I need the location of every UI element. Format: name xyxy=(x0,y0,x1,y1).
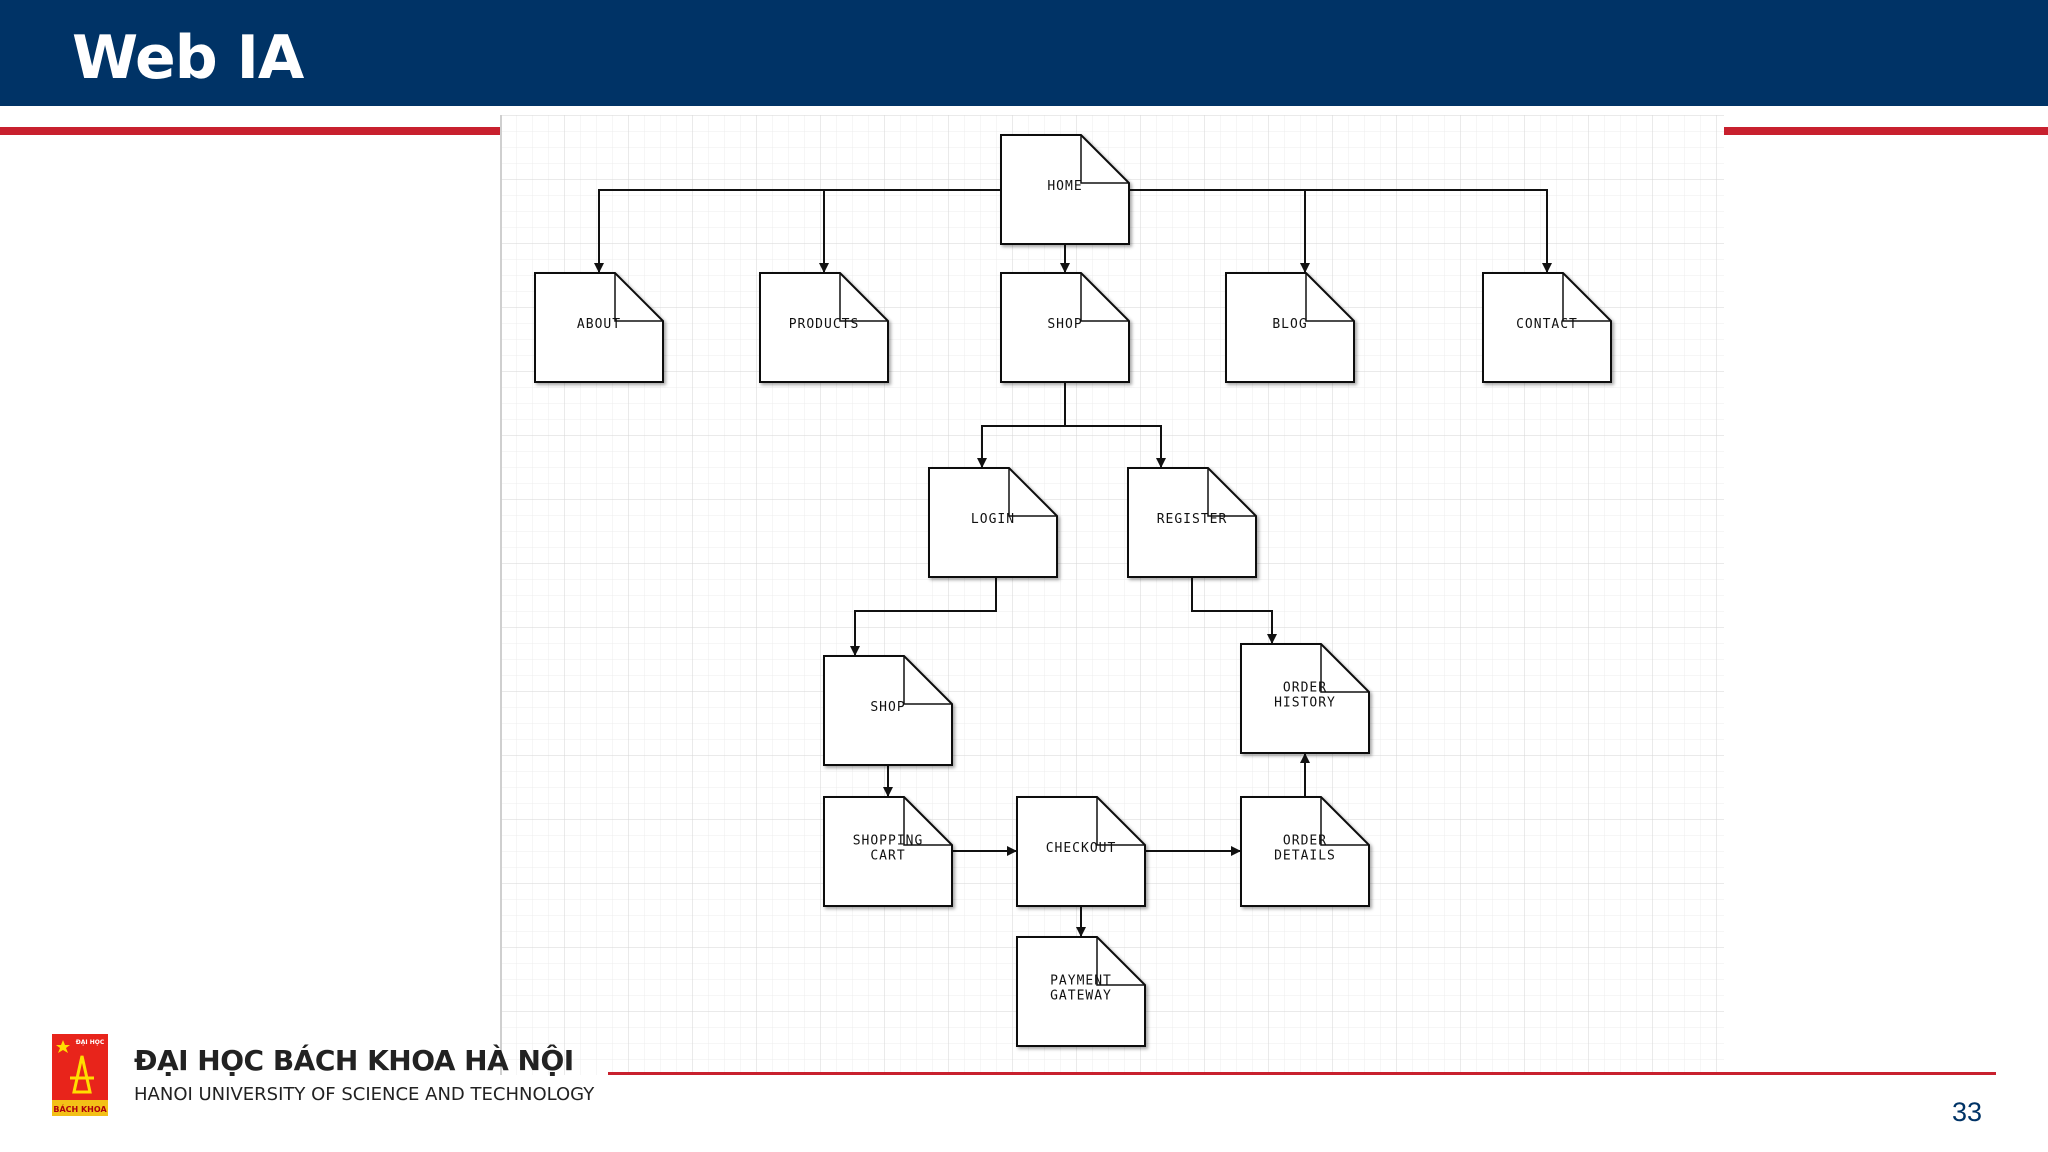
logo-text-bottom: BÁCH KHOA xyxy=(53,1103,107,1114)
page-shape xyxy=(1225,272,1355,383)
connector-home-to-contact xyxy=(1129,189,1552,273)
page-shape xyxy=(823,655,953,766)
page-fold xyxy=(903,656,952,705)
page-node-about: ABOUT xyxy=(534,272,664,383)
page-fold xyxy=(1080,135,1129,184)
page-fold xyxy=(1562,273,1611,322)
page-node-home: HOME xyxy=(1000,134,1130,245)
connector-layer xyxy=(594,189,1552,937)
node-label: HISTORY xyxy=(1274,696,1336,711)
page-fold xyxy=(614,273,663,322)
node-label: ORDER xyxy=(1283,681,1327,696)
page-shape xyxy=(1000,272,1130,383)
node-label: LOGIN xyxy=(971,512,1015,527)
page-shape xyxy=(759,272,889,383)
node-label: ABOUT xyxy=(577,317,621,332)
page-fold xyxy=(1080,273,1129,322)
page-fold xyxy=(1096,937,1145,986)
page-fold xyxy=(1305,273,1354,322)
university-name-en: HANOI UNIVERSITY OF SCIENCE AND TECHNOLO… xyxy=(134,1084,595,1105)
page-node-login: LOGIN xyxy=(928,467,1058,578)
page-node-checkout: CHECKOUT xyxy=(1016,796,1146,907)
page-shape xyxy=(1000,134,1130,245)
node-layer: HOME ABOUT PRODUCTS SHOP BLOG CONTACT LOGIN REG… xyxy=(534,134,1612,1047)
page-shape xyxy=(823,796,953,907)
university-name-vn: ĐẠI HỌC BÁCH KHOA HÀ NỘI xyxy=(134,1044,574,1077)
node-label: BLOG xyxy=(1272,317,1307,332)
page-node-shop2: SHOP xyxy=(823,655,953,766)
page-shape xyxy=(1482,272,1612,383)
page-fold xyxy=(1096,797,1145,846)
page-fold xyxy=(903,797,952,846)
node-label: HOME xyxy=(1047,179,1082,194)
node-label: CART xyxy=(870,849,905,864)
connector-shop-to-login xyxy=(977,382,1066,468)
page-fold xyxy=(1207,468,1256,517)
slide-header: Web IA xyxy=(0,0,2048,106)
node-label: SHOP xyxy=(1047,317,1082,332)
connector-home-to-products xyxy=(819,189,1001,273)
page-fold xyxy=(1008,468,1057,517)
logo-text-top: ĐẠI HỌC xyxy=(76,1039,105,1046)
connector-login-to-shop2 xyxy=(850,577,997,656)
page-fold xyxy=(839,273,888,322)
page-fold xyxy=(1320,644,1369,693)
page-node-products: PRODUCTS xyxy=(759,272,889,383)
node-label: SHOPPING xyxy=(853,834,924,849)
ia-diagram: HOME ABOUT PRODUCTS SHOP BLOG CONTACT LOGIN REG… xyxy=(500,115,1724,1075)
node-label: DETAILS xyxy=(1274,849,1336,864)
connector-register-to-order_history xyxy=(1191,577,1277,644)
slide-title: Web IA xyxy=(72,23,304,93)
page-number: 33 xyxy=(1952,1097,1983,1127)
page-node-shop: SHOP xyxy=(1000,272,1130,383)
node-label: SHOP xyxy=(870,700,905,715)
page-node-contact: CONTACT xyxy=(1482,272,1612,383)
node-label: CHECKOUT xyxy=(1046,841,1117,856)
page-shape xyxy=(928,467,1058,578)
node-label: REGISTER xyxy=(1157,512,1228,527)
node-label: PRODUCTS xyxy=(789,317,860,332)
node-label: PAYMENT xyxy=(1050,974,1112,989)
footer-divider xyxy=(608,1072,1996,1075)
university-logo: ĐẠI HỌC BÁCH KHOA xyxy=(52,1034,108,1116)
page-shape xyxy=(1127,467,1257,578)
page-node-register: REGISTER xyxy=(1127,467,1257,578)
node-label: GATEWAY xyxy=(1050,989,1112,1004)
page-shape xyxy=(1016,936,1146,1047)
page-node-blog: BLOG xyxy=(1225,272,1355,383)
node-label: CONTACT xyxy=(1516,317,1578,332)
connector-shop-to-register xyxy=(1065,425,1166,468)
page-shape xyxy=(1240,796,1370,907)
right-accent-bar xyxy=(1722,127,2048,135)
left-accent-bar xyxy=(0,127,500,135)
page-fold xyxy=(1320,797,1369,846)
page-shape xyxy=(1016,796,1146,907)
page-shape xyxy=(534,272,664,383)
page-shape xyxy=(1240,643,1370,754)
node-label: ORDER xyxy=(1283,834,1327,849)
